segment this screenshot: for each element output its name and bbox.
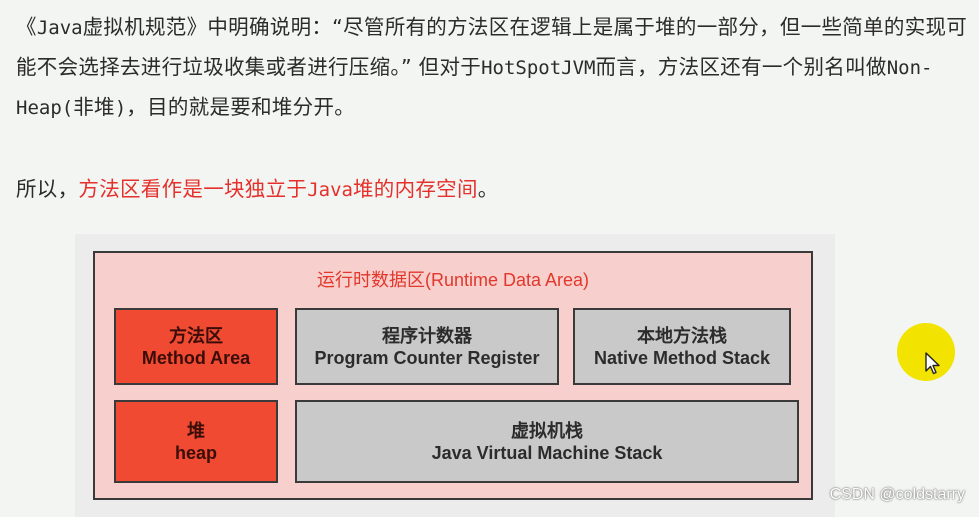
runtime-data-area-diagram: 运行时数据区(Runtime Data Area) 方法区 Method Are…	[93, 251, 813, 500]
code-java: Java	[36, 17, 83, 39]
watermark: CSDN @coldstarry	[829, 486, 965, 503]
code-hotspotjvm: HotSpotJVM	[481, 57, 596, 79]
paragraph-jvm-spec: 《Java虚拟机规范》中明确说明：“尽管所有的方法区在逻辑上是属于堆的一部分，但…	[16, 8, 971, 128]
text-segment: 方法区看作是一块独立于	[78, 177, 308, 201]
box-label-cn: 程序计数器	[382, 325, 472, 346]
jvm-stack-box: 虚拟机栈 Java Virtual Machine Stack	[295, 400, 799, 483]
mouse-pointer-icon	[925, 352, 940, 375]
box-label-cn: 方法区	[169, 325, 223, 346]
text-segment: 非堆	[73, 95, 115, 119]
paragraph-conclusion: 所以，方法区看作是一块独立于Java堆的内存空间。	[16, 170, 971, 210]
text-segment: 所以，	[16, 177, 79, 201]
box-label-en: Native Method Stack	[593, 347, 771, 368]
box-label-cn: 堆	[187, 420, 205, 441]
box-label-en: Program Counter Register	[314, 347, 540, 368]
program-counter-register-box: 程序计数器 Program Counter Register	[295, 308, 559, 385]
box-label-en: heap	[174, 442, 217, 463]
text-segment: 。	[477, 177, 499, 201]
native-method-stack-box: 本地方法栈 Native Method Stack	[573, 308, 791, 385]
heap-box: 堆 heap	[114, 400, 278, 483]
text-segment: 虚拟机规范》中明确说明：“尽管所有的方法区在逻辑上是属于堆的一部分，但一些简单的…	[16, 15, 968, 79]
box-label-en: Method Area	[141, 347, 251, 368]
diagram-title: 运行时数据区(Runtime Data Area)	[316, 270, 590, 290]
box-label-cn: 本地方法栈	[637, 325, 727, 346]
highlighted-text: 方法区看作是一块独立于Java堆的内存空间	[78, 177, 477, 201]
box-label-cn: 虚拟机栈	[511, 420, 583, 441]
method-area-box: 方法区 Method Area	[114, 308, 278, 385]
code-java: Java	[307, 179, 353, 201]
text-segment: 堆的内存空间	[352, 177, 478, 201]
text-segment: ，目的就是要和堆分开。	[126, 95, 356, 119]
text-segment: 而言，方法区还有一个别名叫做	[595, 55, 887, 79]
text-segment: 《	[16, 15, 37, 39]
code-non-heap: Non-Heap(	[16, 57, 933, 119]
box-label-en: Java Virtual Machine Stack	[431, 442, 663, 463]
code-paren: )	[114, 97, 127, 119]
